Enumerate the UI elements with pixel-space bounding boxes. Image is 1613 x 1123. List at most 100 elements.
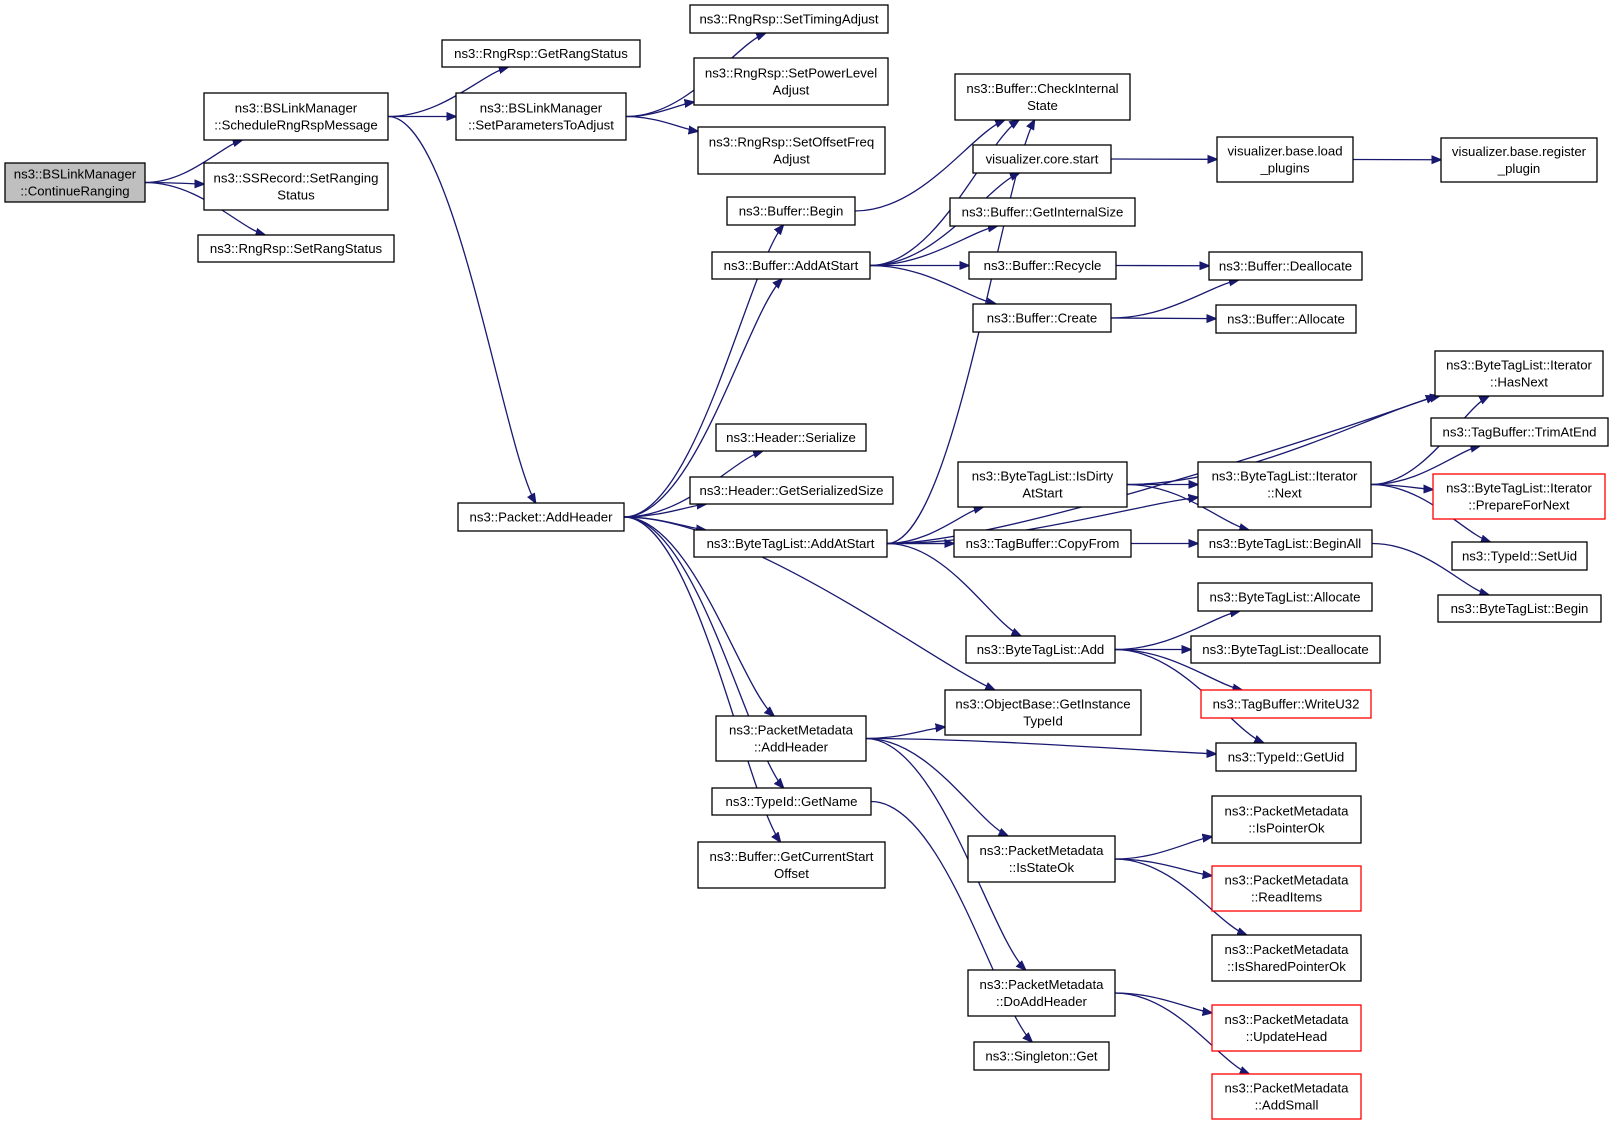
node-header-getserializedsize[interactable]: ns3::Header::GetSerializedSize [689,476,894,505]
node-label-line: ns3::TagBuffer::TrimAtEnd [1443,425,1597,440]
node-label-line: ::AddSmall [1255,1098,1319,1113]
node-box [973,1041,1110,1071]
node-tagbuffer-writeu32[interactable]: ns3::TagBuffer::WriteU32 [1200,689,1372,719]
node-visualizer-base-load-plugins[interactable]: visualizer.base.load_plugins [1216,136,1354,183]
node-buffer-create[interactable]: ns3::Buffer::Create [972,303,1112,333]
node-rngrsp-setrangstatus[interactable]: ns3::RngRsp::SetRangStatus [197,234,395,263]
node-bytetaglist-beginall[interactable]: ns3::ByteTagList::BeginAll [1197,529,1373,558]
node-label-line: Status [277,188,315,203]
node-box [693,57,889,106]
node-bytetaglist-iterator-preparefornext[interactable]: ns3::ByteTagList::Iterator::PrepareForNe… [1432,473,1606,520]
node-bslinkmanager-setparameterstoadjust[interactable]: ns3::BSLinkManager::SetParametersToAdjus… [455,92,627,141]
node-label-line: TypeId [1023,714,1063,729]
call-edge [886,497,1198,545]
node-label-line: AtStart [1022,486,1063,501]
node-bytetaglist-addatstart[interactable]: ns3::ByteTagList::AddAtStart [693,529,888,558]
node-box [1190,635,1381,664]
node-label-line: visualizer.base.load [1227,144,1342,159]
node-buffer-begin[interactable]: ns3::Buffer::Begin [726,196,856,226]
node-bytetaglist-iterator-next[interactable]: ns3::ByteTagList::Iterator::Next [1197,461,1372,508]
call-edge [387,115,536,504]
node-box [689,476,894,505]
node-label-line: ns3::BSLinkManager [480,101,603,116]
node-box [441,39,641,68]
node-buffer-deallocate[interactable]: ns3::Buffer::Deallocate [1208,251,1363,281]
edges-layer [144,33,1490,1074]
node-label-line: ns3::PacketMetadata [729,723,854,738]
node-box [957,461,1128,508]
node-box [1215,304,1357,334]
node-label-line: ns3::TypeId::GetName [726,794,858,809]
node-label-line: ::PrepareForNext [1468,498,1569,513]
call-edge [1370,446,1480,486]
node-box [203,92,389,141]
node-bytetaglist-begin[interactable]: ns3::ByteTagList::Begin [1437,594,1602,623]
node-rngrsp-settimingadjust[interactable]: ns3::RngRsp::SetTimingAdjust [689,4,889,34]
node-rngrsp-getrangstatus[interactable]: ns3::RngRsp::GetRangStatus [441,39,641,68]
call-edge [886,542,1021,637]
node-visualizer-base-register-plugin[interactable]: visualizer.base.register_plugin [1440,137,1598,183]
node-typeid-getname[interactable]: ns3::TypeId::GetName [711,787,872,816]
node-label-line: ns3::ByteTagList::BeginAll [1209,536,1362,551]
node-label-line: ns3::Buffer::GetCurrentStart [710,849,874,864]
call-edge [865,737,1216,754]
node-buffer-addatstart[interactable]: ns3::Buffer::AddAtStart [711,251,871,280]
node-typeid-setuid[interactable]: ns3::TypeId::SetUid [1451,541,1588,571]
call-edge [865,737,1026,971]
node-label-line: ::AddHeader [754,740,829,755]
node-packetmetadata-ispointerok[interactable]: ns3::PacketMetadata::IsPointerOk [1211,795,1362,844]
node-packetmetadata-doaddheader[interactable]: ns3::PacketMetadata::DoAddHeader [967,969,1116,1017]
node-label-line: ns3::ObjectBase::GetInstance [955,697,1130,712]
node-box [967,835,1116,883]
node-buffer-allocate[interactable]: ns3::Buffer::Allocate [1215,304,1357,334]
node-bytetaglist-add[interactable]: ns3::ByteTagList::Add [965,635,1116,664]
node-header-serialize[interactable]: ns3::Header::Serialize [715,423,867,452]
node-box [968,251,1117,280]
node-visualizer-core-start[interactable]: visualizer.core.start [972,144,1112,174]
node-box [1432,473,1606,520]
node-label-line: ::SetParametersToAdjust [468,118,614,133]
node-packetmetadata-isstateok[interactable]: ns3::PacketMetadata::IsStateOk [967,835,1116,883]
node-packetmetadata-addsmall[interactable]: ns3::PacketMetadata::AddSmall [1211,1073,1362,1120]
node-box [1211,795,1362,844]
node-label-line: ns3::TypeId::SetUid [1462,549,1577,564]
node-typeid-getuid[interactable]: ns3::TypeId::GetUid [1215,742,1357,772]
node-tagbuffer-copyfrom[interactable]: ns3::TagBuffer::CopyFrom [953,529,1132,558]
node-bytetaglist-deallocate[interactable]: ns3::ByteTagList::Deallocate [1190,635,1381,664]
node-packetmetadata-issharedpointerok[interactable]: ns3::PacketMetadata::IsSharedPointerOk [1211,934,1362,982]
call-edge [1110,318,1216,319]
node-box [1197,582,1373,612]
node-box [949,197,1136,227]
node-box [1430,417,1609,447]
node-box [1434,350,1604,397]
node-box [1440,137,1598,183]
node-bytetaglist-iterator-hasnext[interactable]: ns3::ByteTagList::Iterator::HasNext [1434,350,1604,397]
node-box [697,841,886,889]
call-edge [144,140,242,184]
node-bslinkmanager-schedulerngrspmessage[interactable]: ns3::BSLinkManager::ScheduleRngRspMessag… [203,92,389,141]
node-box [1437,594,1602,623]
node-label-line: ::ReadItems [1251,890,1323,905]
node-box [711,787,872,816]
node-singleton-get[interactable]: ns3::Singleton::Get [973,1041,1110,1071]
node-bslinkmanager-continueranging[interactable]: ns3::BSLinkManager::ContinueRanging [4,162,146,203]
node-packetmetadata-readitems[interactable]: ns3::PacketMetadata::ReadItems [1211,865,1362,912]
node-tagbuffer-trimatend[interactable]: ns3::TagBuffer::TrimAtEnd [1430,417,1609,447]
node-label-line: ns3::Singleton::Get [985,1049,1098,1064]
node-buffer-getinternalsize[interactable]: ns3::Buffer::GetInternalSize [949,197,1136,227]
node-label-line: ns3::ByteTagList::Iterator [1446,481,1592,496]
node-label-line: State [1027,98,1058,113]
call-edge [869,120,1019,267]
node-bytetaglist-allocate[interactable]: ns3::ByteTagList::Allocate [1197,582,1373,612]
node-packetmetadata-updatehead[interactable]: ns3::PacketMetadata::UpdateHead [1211,1004,1362,1052]
node-packetmetadata-addheader[interactable]: ns3::PacketMetadata::AddHeader [715,715,867,762]
node-buffer-recycle[interactable]: ns3::Buffer::Recycle [968,251,1117,280]
node-packet-addheader[interactable]: ns3::Packet::AddHeader [457,502,625,532]
